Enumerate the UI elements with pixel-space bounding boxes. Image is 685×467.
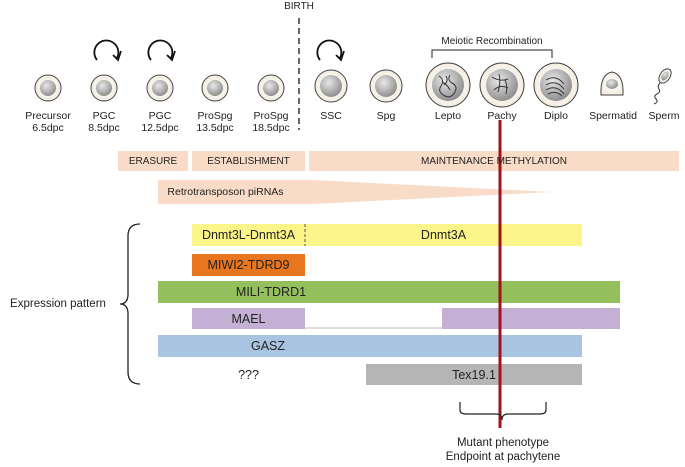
bar-tex19 (366, 364, 582, 385)
self-renewal-arrow-icon (147, 39, 176, 62)
self-renewal-arrow-icon (93, 39, 122, 62)
bar-miwi2 (192, 254, 305, 276)
bar-label-dnmt3l: Dnmt3L-Dnmt3A (201, 228, 296, 242)
bar-dnmt3l (192, 224, 305, 246)
self-renewal-arrow-icon (316, 39, 345, 62)
cell-label-ssc: SSC (320, 110, 342, 122)
cell-ssc-icon (314, 69, 348, 103)
bar-label-unknown: ??? (238, 367, 259, 382)
phase-establishment-band (192, 151, 305, 171)
cell-diplo-icon (533, 62, 579, 108)
cell-pachy-icon (479, 62, 525, 108)
bar-gasz (158, 335, 582, 357)
cell-prospg-18-icon (257, 74, 285, 102)
bar-mael-right (442, 308, 620, 329)
bar-label-mili: MILI-TDRD1 (235, 285, 307, 299)
phase-erasure-label: ERASURE (128, 155, 178, 167)
cell-label-spermatid: Spermatid (589, 110, 637, 122)
bar-label-tex19: Tex19.1 (452, 367, 496, 382)
cell-label-pachy: Pachy (487, 110, 517, 122)
cell-pgc-12-icon (146, 74, 174, 102)
bar-label-gasz: GASZ (250, 339, 286, 353)
bar-dnmt3a (305, 224, 582, 246)
cell-lepto-icon (425, 62, 471, 108)
cell-spermatid-icon (600, 71, 624, 96)
meiotic-recombination-label: Meiotic Recombination (441, 36, 543, 47)
retrotransposon-label: Retrotransposon piRNAs (167, 186, 284, 198)
cell-label-sperm: Sperm (648, 110, 680, 122)
retrotransposon-wedge (158, 180, 552, 204)
bar-label-miwi2: MIWI2-TDRD9 (207, 258, 290, 272)
cell-prospg-13-icon (201, 74, 229, 102)
cell-spg-icon (369, 69, 403, 103)
expression-brace (119, 223, 141, 385)
meiotic-recombination-bracket (431, 49, 553, 58)
phase-establishment-label: ESTABLISHMENT (207, 155, 290, 167)
phase-maintenance-label: MAINTENANCE METHYLATION (421, 155, 567, 167)
mutant-phenotype-brace (459, 402, 547, 421)
phase-maintenance-band (309, 151, 679, 171)
cell-label-diplo: Diplo (544, 110, 568, 122)
cell-pgc-8-icon (90, 74, 118, 102)
bar-mael-left (192, 308, 305, 329)
cell-label-lepto: Lepto (434, 110, 462, 122)
phase-erasure-band (118, 151, 188, 171)
bar-label-dnmt3a: Dnmt3A (420, 228, 467, 242)
bar-label-mael: MAEL (231, 311, 266, 326)
cell-precursor-icon (34, 74, 62, 102)
cell-label-spg: Spg (376, 110, 396, 122)
cell-sperm-icon (653, 68, 672, 105)
birth-label: BIRTH (284, 1, 314, 12)
mutant-phenotype-caption: Mutant phenotype Endpoint at pachytene (445, 437, 561, 463)
bar-mili (158, 281, 620, 303)
expression-pattern-label: Expression pattern (10, 298, 106, 310)
